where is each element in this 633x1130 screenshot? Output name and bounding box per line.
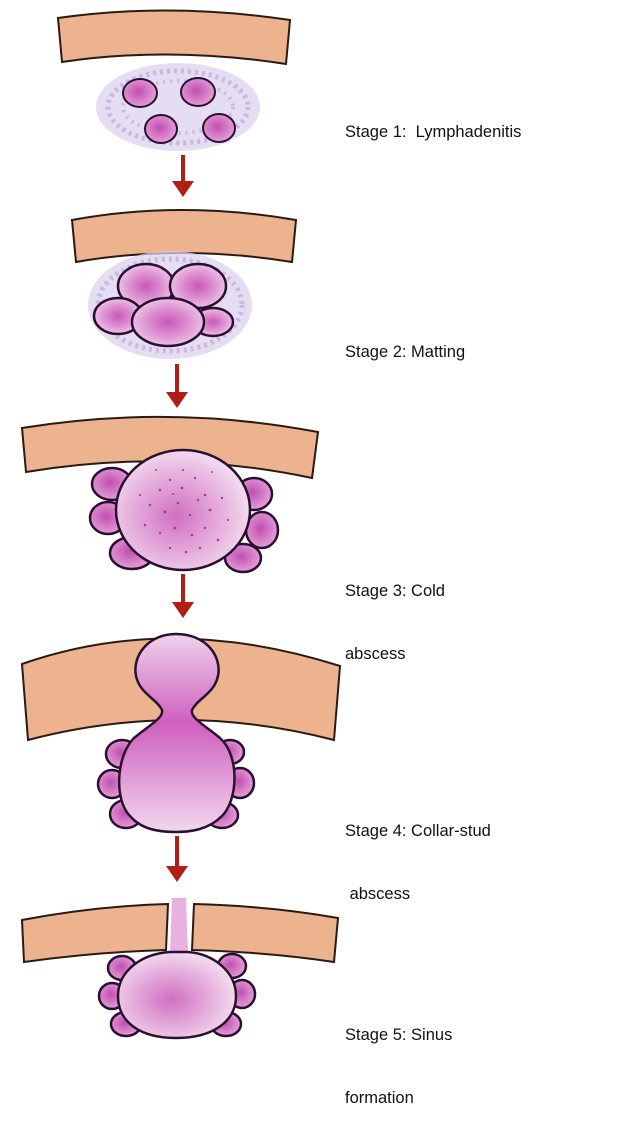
lymph-node [181, 78, 215, 106]
stage-2-label: Stage 2: Matting [345, 300, 465, 384]
stage-3-label: Stage 3: Cold abscess [345, 539, 445, 686]
skin-layer [58, 10, 290, 64]
matted-node [132, 298, 204, 346]
stage-4-label-line-2: abscess [345, 884, 491, 905]
skin-layer-left [22, 904, 168, 962]
progression-arrow [166, 364, 188, 408]
sinus-tract [170, 898, 188, 954]
stage-5-label-line-2: formation [345, 1088, 452, 1109]
stage-3-label-line-2: abscess [345, 644, 445, 665]
stage-3-label-line-1: Stage 3: Cold [345, 581, 445, 602]
lymph-node [203, 114, 235, 142]
progression-arrow [172, 155, 194, 197]
stage-5-label: Stage 5: Sinus formation [345, 983, 452, 1130]
progression-arrow [166, 836, 188, 882]
lymph-node [123, 79, 157, 107]
collar-stud-abscess [119, 634, 234, 832]
progression-arrow [172, 574, 194, 618]
inflamed-tissue-halo [96, 63, 260, 151]
stage-1-illustration [58, 10, 290, 151]
draining-abscess [118, 952, 236, 1038]
stage-2-illustration [72, 210, 296, 359]
stage-4-label: Stage 4: Collar-stud abscess [345, 779, 491, 926]
cold-abscess [116, 450, 250, 570]
stage-2-label-line-1: Stage 2: Matting [345, 342, 465, 363]
stage-4-label-line-1: Stage 4: Collar-stud [345, 821, 491, 842]
stage-5-illustration [22, 898, 338, 1038]
stage-3-illustration [22, 417, 318, 572]
skin-layer-right [192, 904, 338, 962]
tuberculous-lymphadenitis-stages-diagram [0, 0, 633, 1043]
lymph-node [145, 115, 177, 143]
stage-1-label-line-1: Stage 1: Lymphadenitis [345, 122, 521, 143]
stage-1-label: Stage 1: Lymphadenitis [345, 80, 521, 164]
stage-4-illustration [22, 634, 340, 832]
